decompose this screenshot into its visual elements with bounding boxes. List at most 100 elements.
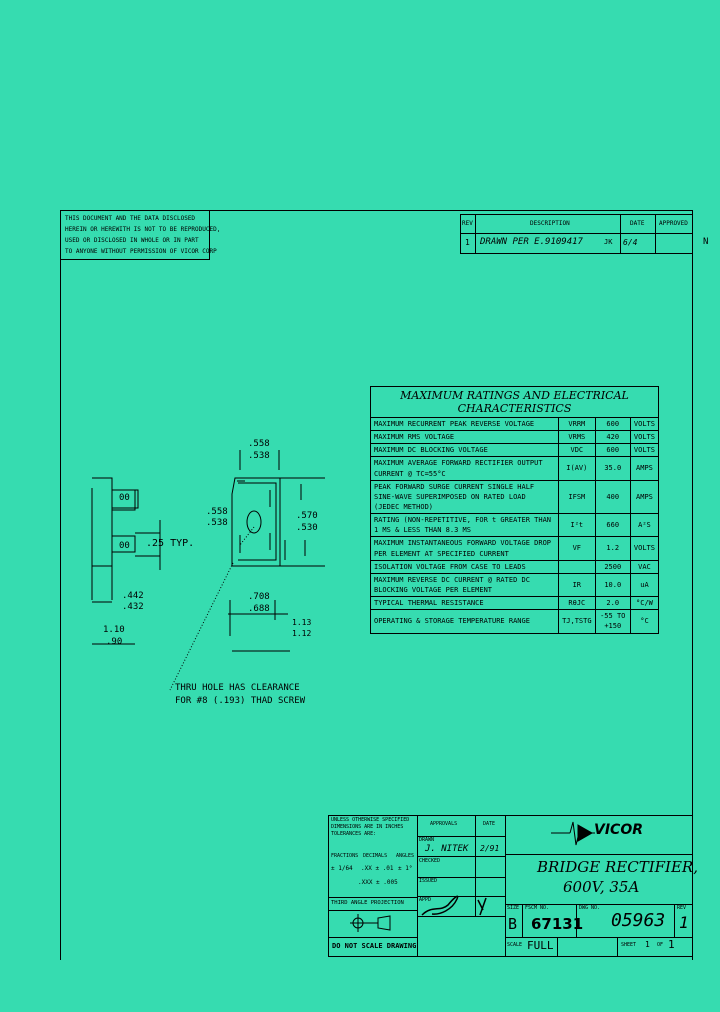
dim-110: 1.10 [103,625,125,635]
dim-label: 00 [119,541,130,551]
angle-tolerance: ± 1° [398,865,413,872]
drawing-title-line2: 600V, 35A [563,878,640,896]
rating-symbol: VF [558,536,596,561]
approved-header: APPROVED [659,220,688,227]
rating-value: 600 [594,416,631,432]
rating-value: 420 [594,430,631,445]
sheet-label: SHEET [621,942,637,948]
rating-value: 35.0 [594,456,631,481]
rev-value: 1 [679,913,689,932]
angles-label: ANGLES [396,853,415,859]
rating-value: 400 [594,479,631,515]
dwg-label: DWG NO. [579,905,601,911]
rating-symbol: IFSM [558,479,596,515]
tolerance-note: DIMENSIONS ARE IN INCHES [331,824,404,830]
drawing-number: 05963 [611,910,666,931]
notice-line: HEREIN OR HEREWITH IS NOT TO BE REPRODUC… [65,226,221,233]
notice-line: TO ANYONE WITHOUT PERMISSION OF VICOR CO… [65,248,217,255]
notice-line: USED OR DISCLOSED IN WHOLE OR IN PART [65,237,199,244]
rating-row: PEAK FORWARD SURGE CURRENT SINGLE HALF S… [369,479,660,515]
dim-442: .442 [122,591,144,601]
rev-number: 1 [465,238,470,247]
ratings-table: MAXIMUM RATINGS AND ELECTRICAL CHARACTER… [369,386,660,634]
rating-symbol: I(AV) [558,456,596,481]
rating-unit: uA [629,572,660,598]
dim-top2: .538 [248,451,270,461]
rating-description: MAXIMUM AVERAGE FORWARD RECTIFIER OUTPUT… [369,456,560,481]
hole-note: FOR #8 (.193) THAD SCREW [175,696,306,706]
rating-row: MAXIMUM AVERAGE FORWARD RECTIFIER OUTPUT… [369,456,660,481]
size-label: SIZE [507,905,520,911]
scale-value: FULL [527,939,554,952]
dim-r1: .570 [296,511,318,521]
drawing-frame [60,210,693,960]
appd-label: APPD [419,897,432,903]
fscm-number: 67131 [531,915,584,933]
tolerance-note: UNLESS OTHERWISE SPECIFIED [331,817,410,823]
rating-description: OPERATING & STORAGE TEMPERATURE RANGE [369,609,560,634]
rating-unit: VOLTS [629,536,660,561]
hole-note: THRU HOLE HAS CLEARANCE [175,683,300,693]
projection-label: THIRD ANGLE PROJECTION [331,900,404,906]
rating-unit: VOLTS [629,430,660,445]
dim-left1: .558 [206,507,228,517]
fraction-tolerance: ± 1/64 [331,865,353,872]
dim-top1: .558 [248,439,270,449]
checked-label: CHECKED [419,858,441,864]
rating-value: 10.0 [594,572,631,598]
decimals-label: DECIMALS [363,853,388,859]
rating-symbol: TJ,TSTG [558,609,596,634]
tolerance-note: TOLERANCES ARE: [331,831,377,837]
title-block [328,815,693,957]
sheet-number: 1 [645,940,650,949]
do-not-scale-label: DO NOT SCALE DRAWING [332,942,417,950]
drawn-date: 2/91 [480,844,500,853]
rev-date: 6/4 [623,238,638,247]
fractions-label: FRACTIONS [331,853,359,859]
date-header: DATE [630,220,645,227]
dim-typ: .25 TYP. [146,538,195,549]
drawing-title-line1: BRIDGE RECTIFIER, [537,858,698,876]
rating-value: 660 [594,513,631,538]
rating-description: MAXIMUM REVERSE DC CURRENT @ RATED DC BL… [369,572,560,598]
rating-row: RATING (NON-REPETITIVE, FOR t GREATER TH… [369,513,660,538]
rating-row: MAXIMUM REVERSE DC CURRENT @ RATED DC BL… [369,572,660,598]
rating-unit: AMPS [629,479,660,515]
rating-description: PEAK FORWARD SURGE CURRENT SINGLE HALF S… [369,479,560,515]
issued-label: ISSUED [419,878,438,884]
drawn-label: DRAWN [419,837,435,843]
rating-description: MAXIMUM INSTANTANEOUS FORWARD VOLTAGE DR… [369,536,560,561]
notice-line: THIS DOCUMENT AND THE DATA DISCLOSED [65,215,196,222]
rev-description: DRAWN PER E.9109417 [480,237,583,247]
rating-unit: °C [629,609,660,634]
approvals-header: APPROVALS [430,821,458,827]
rating-value: -55 TO +150 [594,609,631,634]
revision-block [460,214,693,254]
rating-row: MAXIMUM INSTANTANEOUS FORWARD VOLTAGE DR… [369,536,660,561]
dim-90: .90 [106,637,123,647]
decimal-tolerance: .XX ± .01 [361,865,394,872]
rev-initials: JK [604,238,613,246]
fscm-label: FSCM NO. [525,905,550,911]
decimal-tolerance-2: .XXX ± .005 [358,879,398,886]
of-label: OF [657,942,664,948]
dim-b1: .708 [248,592,270,602]
dim-r2: .530 [296,523,318,533]
description-header: DESCRIPTION [530,220,570,227]
dim-c2: 1.12 [292,629,312,638]
rating-description: MAXIMUM RECURRENT PEAK REVERSE VOLTAGE [369,416,560,432]
date-header: DATE [483,821,496,827]
dim-432: .432 [122,602,144,612]
rev-label: REV [677,905,687,911]
dim-b2: .688 [248,604,270,614]
rating-unit: AMPS [629,456,660,481]
